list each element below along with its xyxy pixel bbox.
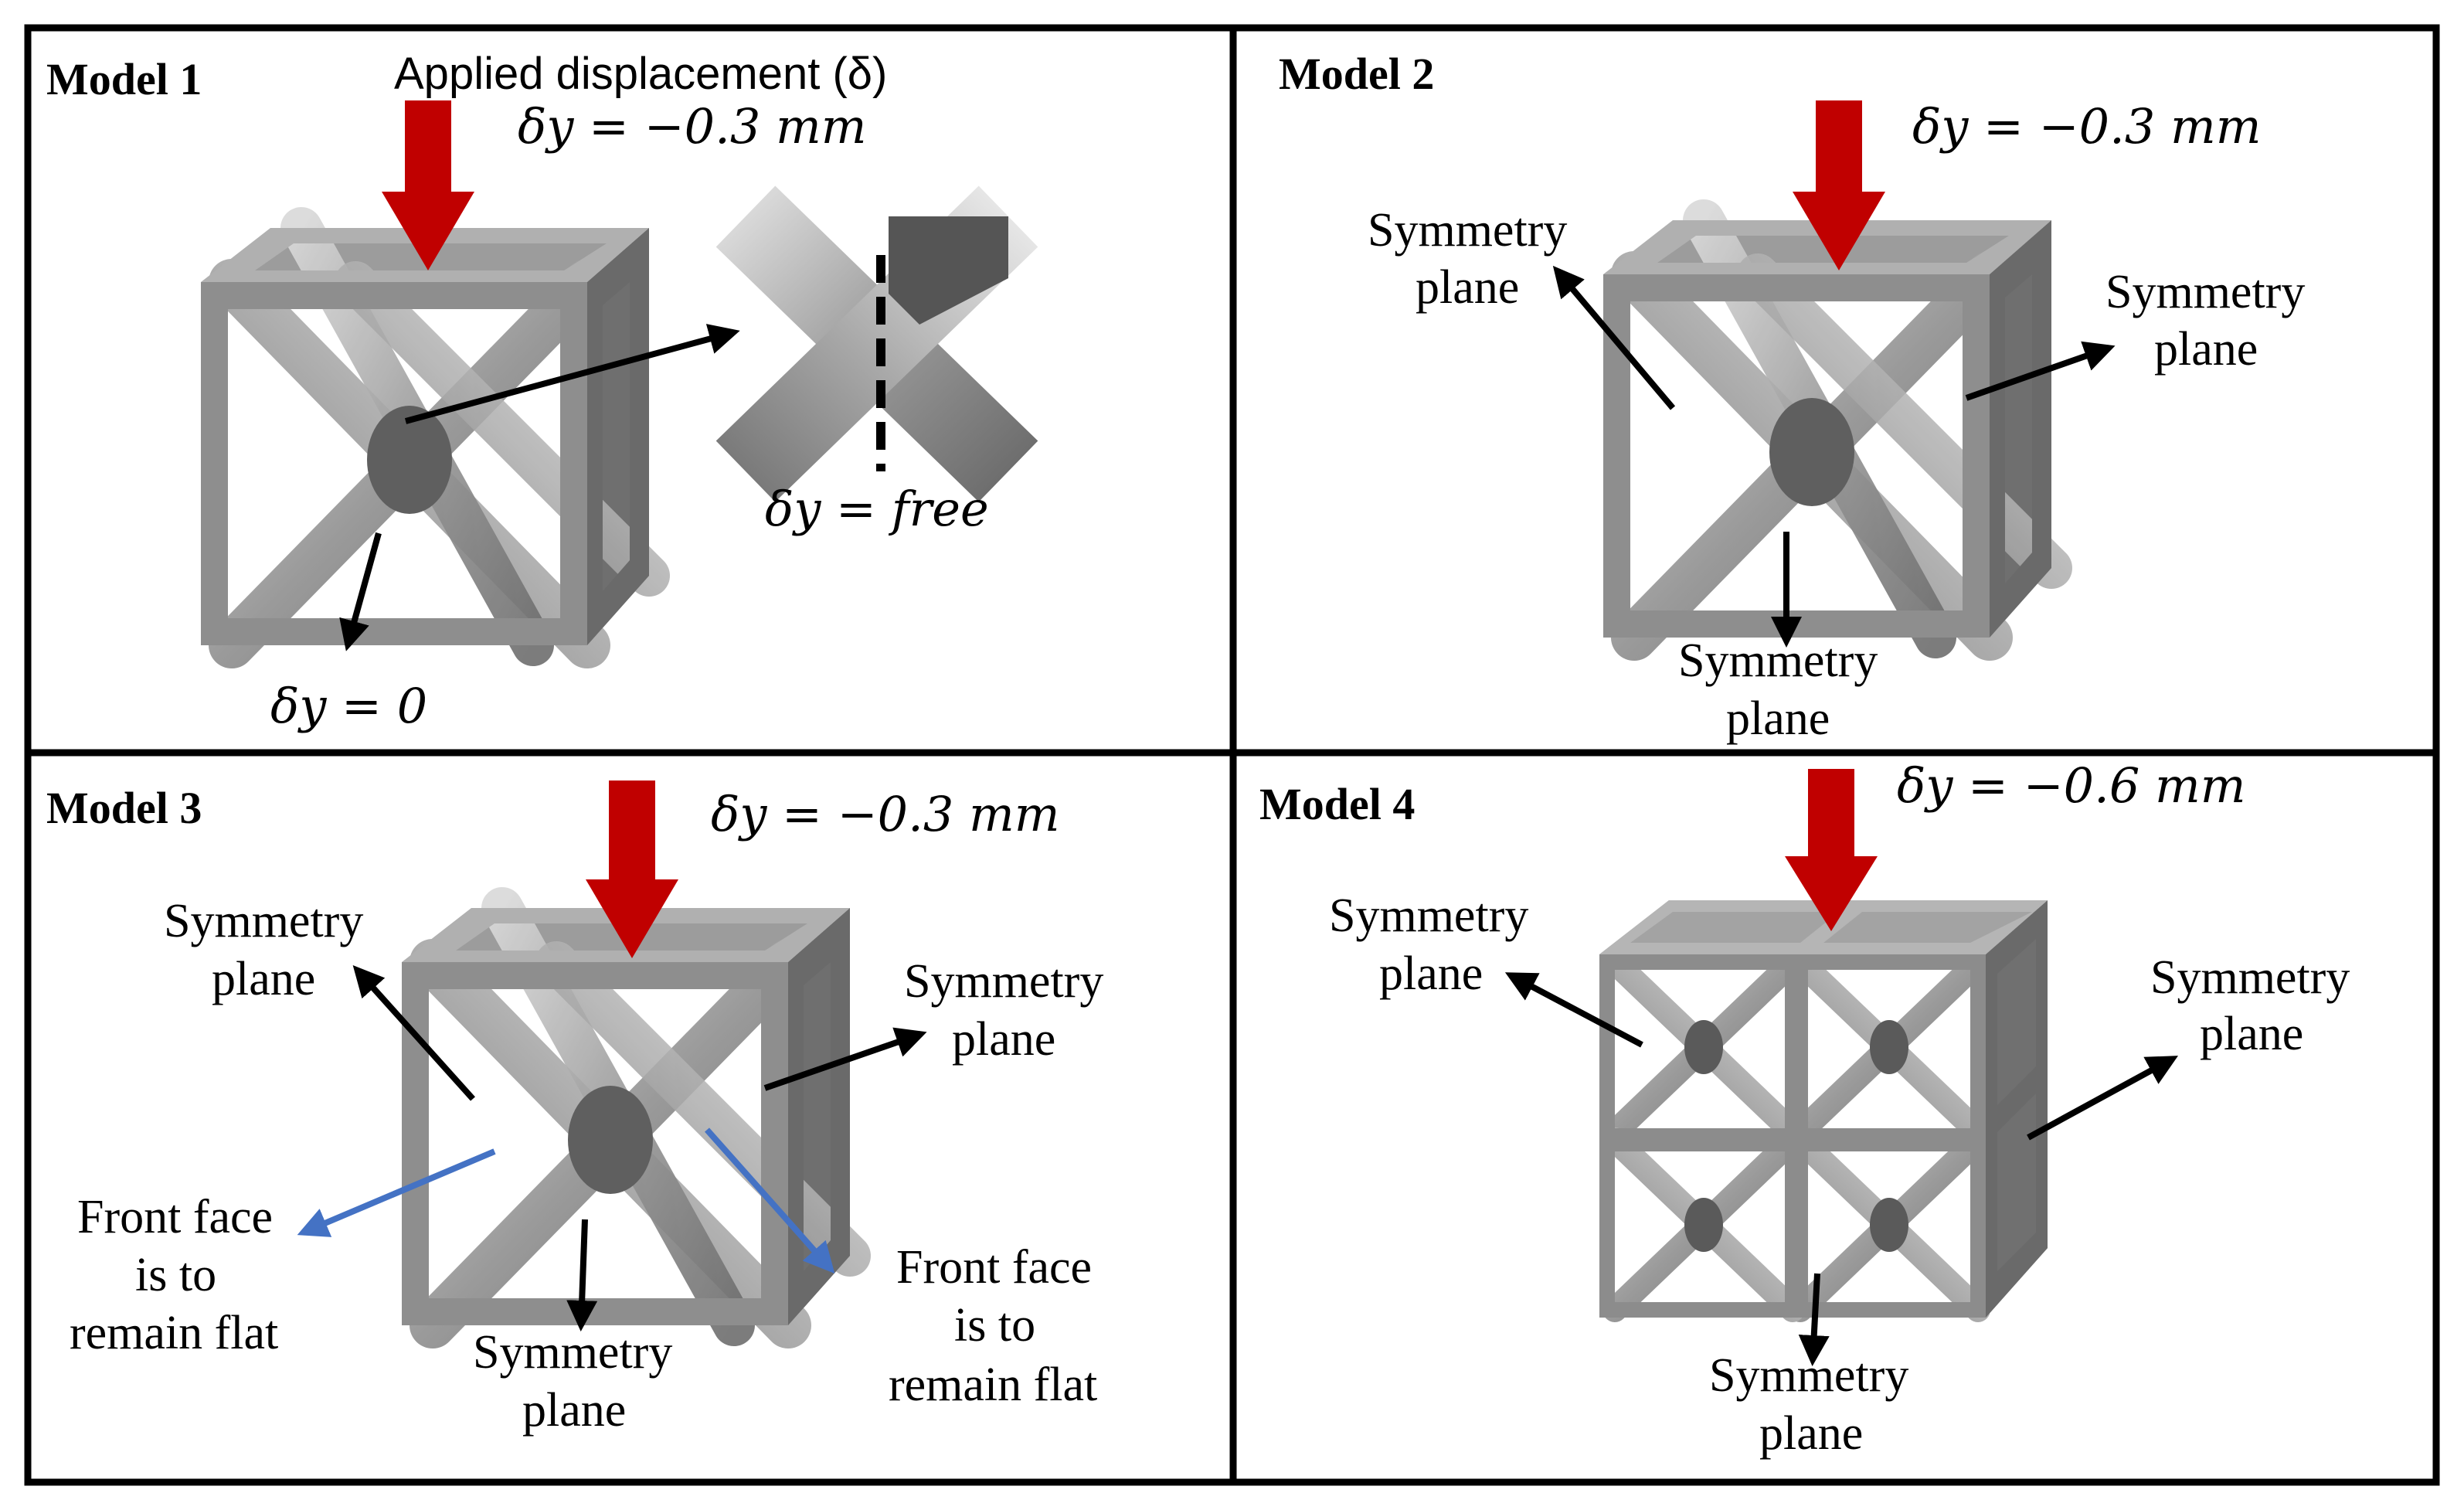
model-4-bottom-pointer — [1798, 1273, 1830, 1366]
model-1-node-inset — [715, 185, 1038, 502]
model-3-label-right-line2: plane — [952, 1013, 1055, 1066]
model-2-label-right-line2: plane — [2154, 323, 2258, 376]
model-3-title: Model 3 — [46, 783, 202, 833]
model-3-flat-label-right-line1: Front face — [896, 1241, 1092, 1294]
model-1-applied-displacement-label: Applied displacement (δ) — [394, 49, 887, 99]
panel-model-2: Model 2 δy = −0.3 mm Symmetry plane Symm… — [1279, 49, 2305, 745]
model-2-label-right-line1: Symmetry — [2105, 266, 2305, 318]
model-1-node-pointer — [404, 324, 740, 424]
model-3-flat-label-right-line3: remain flat — [889, 1359, 1097, 1411]
model-2-label-left-line2: plane — [1416, 261, 1519, 314]
model-4-label-bottom-line1: Symmetry — [1709, 1349, 1908, 1402]
model-3-label-left-line2: plane — [212, 953, 315, 1005]
model-3-bottom-pointer — [566, 1219, 598, 1331]
model-2-left-pointer — [1552, 265, 1676, 410]
model-2-displacement: δy = −0.3 mm — [1912, 98, 2262, 155]
model-3-flat-label-right-line2: is to — [954, 1299, 1035, 1352]
model-2-load-arrow — [1793, 100, 1885, 270]
model-3-flat-pointer-right — [705, 1127, 835, 1274]
model-2-label-bottom-line1: Symmetry — [1678, 634, 1878, 687]
model-4-label-right-line1: Symmetry — [2150, 951, 2350, 1004]
model-1-bottom-label: δy = 0 — [270, 678, 427, 734]
model-3-label-right-line1: Symmetry — [904, 955, 1103, 1008]
model-2-label-bottom-line2: plane — [1726, 692, 1830, 745]
model-4-left-pointer — [1504, 972, 1643, 1048]
model-4-title: Model 4 — [1259, 779, 1415, 829]
panel-model-4: Model 4 δy = −0.6 mm Symmetry plane Symm… — [1259, 757, 2350, 1460]
model-3-label-left-line1: Symmetry — [164, 895, 363, 947]
model-1-lattice-cell — [201, 228, 649, 645]
model-3-label-bottom-line2: plane — [522, 1384, 626, 1437]
model-1-base-pointer — [339, 532, 382, 651]
model-3-left-pointer — [352, 965, 475, 1101]
model-1-load-arrow — [382, 100, 474, 270]
panel-model-3: Model 3 δy = −0.3 mm Symmetry plane Symm… — [46, 781, 1103, 1437]
model-4-label-left-line1: Symmetry — [1329, 889, 1528, 942]
model-3-flat-pointer-left — [297, 1148, 496, 1237]
model-3-displacement: δy = −0.3 mm — [711, 786, 1060, 842]
model-4-lattice-block — [1599, 900, 2048, 1318]
model-1-displacement: δy = −0.3 mm — [518, 98, 867, 155]
model-4-label-left-line2: plane — [1379, 947, 1483, 1000]
model-4-load-arrow — [1785, 769, 1878, 931]
model-3-label-bottom-line1: Symmetry — [473, 1326, 672, 1379]
model-4-right-pointer — [2027, 1056, 2179, 1141]
model-1-inset-label: δy = free — [765, 481, 989, 537]
model-4-label-right-line2: plane — [2200, 1008, 2303, 1060]
model-4-label-bottom-line2: plane — [1759, 1407, 1863, 1460]
model-3-lattice-cell — [402, 908, 850, 1325]
model-3-flat-label-left-line1: Front face — [77, 1191, 273, 1243]
model-2-title: Model 2 — [1279, 49, 1434, 99]
model-3-flat-label-left-line3: remain flat — [70, 1307, 278, 1359]
model-1-title: Model 1 — [46, 54, 202, 104]
model-2-right-pointer — [1965, 341, 2116, 401]
model-3-load-arrow — [586, 781, 678, 958]
model-4-displacement: δy = −0.6 mm — [1897, 757, 2246, 814]
model-2-label-left-line1: Symmetry — [1368, 204, 1567, 257]
model-2-lattice-cell — [1603, 220, 2051, 638]
panel-model-1: Model 1 Applied displacement (δ) δy = −0… — [46, 49, 1038, 734]
model-3-right-pointer — [763, 1027, 927, 1091]
model-3-flat-label-left-line2: is to — [135, 1249, 216, 1301]
